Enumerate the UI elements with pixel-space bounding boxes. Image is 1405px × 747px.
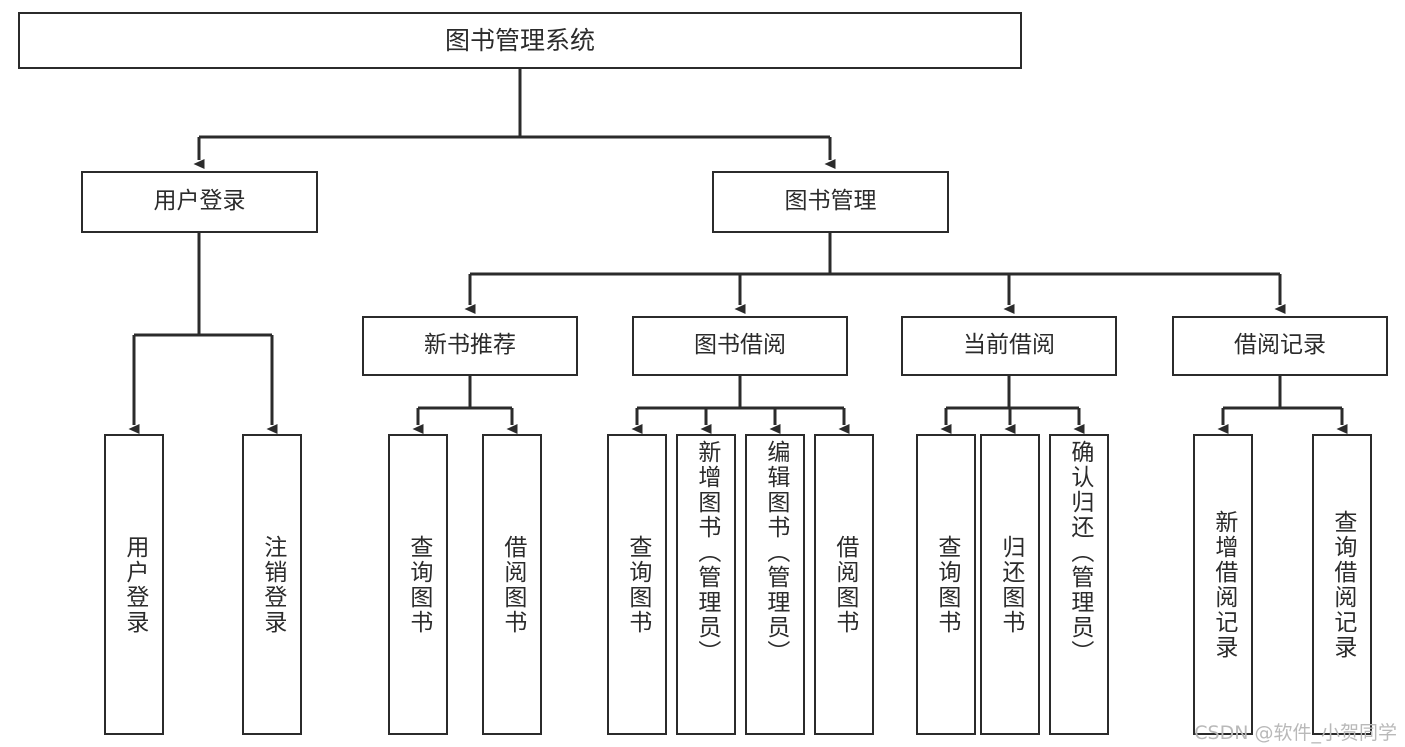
node-add-book-admin[interactable]: 新增图书（管理员） <box>676 434 736 735</box>
node-user-login[interactable]: 用户登录 <box>81 171 318 233</box>
node-root-label: 图书管理系统 <box>444 25 595 55</box>
node-new-book-recommend-label: 新书推荐 <box>424 332 516 359</box>
node-add-borrow-record-label: 新增借阅记录 <box>1210 509 1237 660</box>
node-root[interactable]: 图书管理系统 <box>18 12 1022 69</box>
node-borrow-record-label: 借阅记录 <box>1234 332 1326 359</box>
node-logout-leaf[interactable]: 注销登录 <box>242 434 302 735</box>
node-new-book-recommend[interactable]: 新书推荐 <box>362 316 578 376</box>
node-user-login-leaf[interactable]: 用户登录 <box>104 434 164 735</box>
node-query-book-recommend[interactable]: 查询图书 <box>388 434 448 735</box>
node-return-book[interactable]: 归还图书 <box>980 434 1040 735</box>
node-query-borrow-record[interactable]: 查询借阅记录 <box>1312 434 1372 735</box>
node-confirm-return-admin[interactable]: 确认归还（管理员） <box>1049 434 1109 735</box>
node-add-book-admin-label: 新增图书（管理员） <box>693 440 720 665</box>
node-query-book-borrow-label: 查询图书 <box>624 534 651 635</box>
node-book-manage-label: 图书管理 <box>784 188 877 215</box>
node-borrow-book-recommend[interactable]: 借阅图书 <box>482 434 542 735</box>
node-edit-book-admin[interactable]: 编辑图书（管理员） <box>745 434 805 735</box>
node-query-book-borrow[interactable]: 查询图书 <box>607 434 667 735</box>
node-borrow-book-recommend-label: 借阅图书 <box>499 534 526 635</box>
node-book-borrow-label: 图书借阅 <box>694 332 786 359</box>
node-user-login-label: 用户登录 <box>153 188 246 215</box>
node-query-book-recommend-label: 查询图书 <box>405 534 432 635</box>
node-book-borrow[interactable]: 图书借阅 <box>632 316 848 376</box>
node-add-borrow-record[interactable]: 新增借阅记录 <box>1193 434 1253 735</box>
node-query-book-current-label: 查询图书 <box>933 534 960 635</box>
node-query-borrow-record-label: 查询借阅记录 <box>1329 509 1356 660</box>
node-book-manage[interactable]: 图书管理 <box>712 171 949 233</box>
node-logout-leaf-label: 注销登录 <box>259 534 286 635</box>
node-borrow-record[interactable]: 借阅记录 <box>1172 316 1388 376</box>
node-query-book-current[interactable]: 查询图书 <box>916 434 976 735</box>
node-current-borrow-label: 当前借阅 <box>963 332 1055 359</box>
node-confirm-return-admin-label: 确认归还（管理员） <box>1066 440 1093 665</box>
node-borrow-book-label: 借阅图书 <box>831 534 858 635</box>
node-return-book-label: 归还图书 <box>997 534 1024 635</box>
node-current-borrow[interactable]: 当前借阅 <box>901 316 1117 376</box>
node-edit-book-admin-label: 编辑图书（管理员） <box>762 440 789 665</box>
node-user-login-leaf-label: 用户登录 <box>121 534 148 635</box>
node-borrow-book[interactable]: 借阅图书 <box>814 434 874 735</box>
